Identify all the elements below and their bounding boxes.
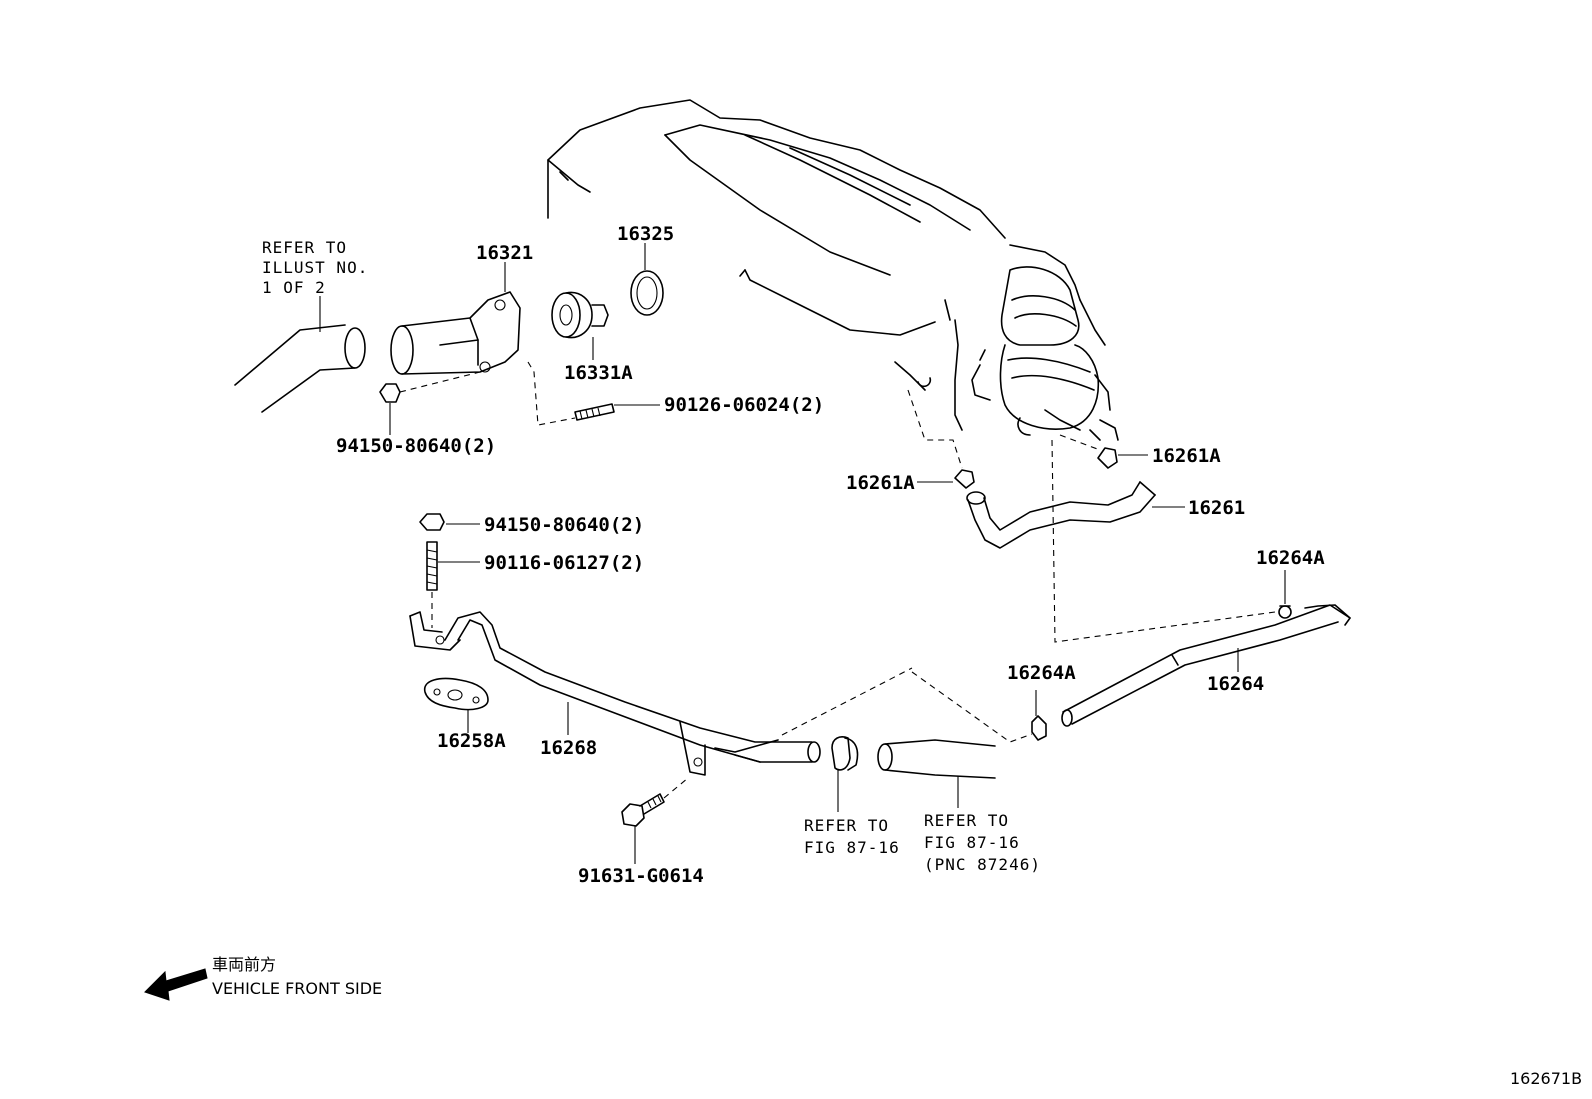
dash-90126: [527, 361, 576, 426]
water-inlet-16321: [390, 291, 521, 375]
label-16264: 16264: [1207, 673, 1264, 695]
dash-91631: [663, 777, 689, 799]
stud-90126: [574, 403, 615, 421]
engine-block-outline: [547, 99, 1106, 431]
gasket-16258A: [424, 677, 489, 711]
upper-radiator-hose: [234, 324, 366, 413]
label-refer-illust: REFER TO ILLUST NO. 1 OF 2: [262, 238, 379, 297]
stud-90116: [426, 541, 438, 591]
label-front-en: VEHICLE FRONT SIDE: [212, 979, 382, 998]
hose-16261: [966, 481, 1156, 549]
thermostat-16331A: [551, 291, 609, 339]
nut-94150-mid: [419, 513, 445, 531]
dash-16261A-right: [1059, 434, 1101, 451]
label-16261A-right: 16261A: [1152, 445, 1221, 467]
dash-pipe-to-clip: [781, 667, 913, 736]
figure-id: 162671B: [1510, 1069, 1582, 1088]
gasket-16325: [630, 270, 664, 316]
dash-16264-link: [1051, 439, 1276, 643]
nut-94150-top: [379, 383, 401, 403]
label-94150-top: 94150-80640(2): [336, 435, 496, 457]
water-pipe-16268: [409, 611, 821, 776]
label-90126: 90126-06024(2): [664, 394, 824, 416]
label-16264A-mid: 16264A: [1007, 662, 1076, 684]
label-16258A: 16258A: [437, 730, 506, 752]
clip-16264A-mid: [1031, 715, 1047, 741]
clip-16264A-top: [1278, 605, 1292, 619]
dash-94150-top: [399, 371, 481, 393]
intake-body: [971, 266, 1119, 441]
lower-hose-87246: [877, 739, 996, 779]
dash-16261A-left: [907, 389, 963, 469]
label-16321: 16321: [476, 242, 533, 264]
label-refer-fig-b: REFER TO FIG 87-16 (PNC 87246): [924, 811, 1041, 874]
clip-16261A-right: [1097, 447, 1118, 469]
hose-16264: [1061, 604, 1351, 727]
label-refer-fig-a: REFER TO FIG 87-16: [804, 816, 900, 857]
label-16264A-top: 16264A: [1256, 547, 1325, 569]
label-front-jp: 車両前方: [212, 955, 276, 974]
label-16331A: 16331A: [564, 362, 633, 384]
label-90116: 90116-06127(2): [484, 552, 644, 574]
label-94150-mid: 94150-80640(2): [484, 514, 644, 536]
label-16268: 16268: [540, 737, 597, 759]
label-91631: 91631-G0614: [578, 865, 704, 887]
dash-16264A-mid: [911, 671, 1033, 743]
vehicle-front-arrow-icon: [144, 968, 208, 1001]
clip-16261A-left: [954, 469, 975, 489]
hose-clamp: [831, 736, 859, 771]
label-16261A-left: 16261A: [846, 472, 915, 494]
label-16325: 16325: [617, 223, 674, 245]
label-16261: 16261: [1188, 497, 1245, 519]
bolt-91631: [621, 793, 665, 827]
